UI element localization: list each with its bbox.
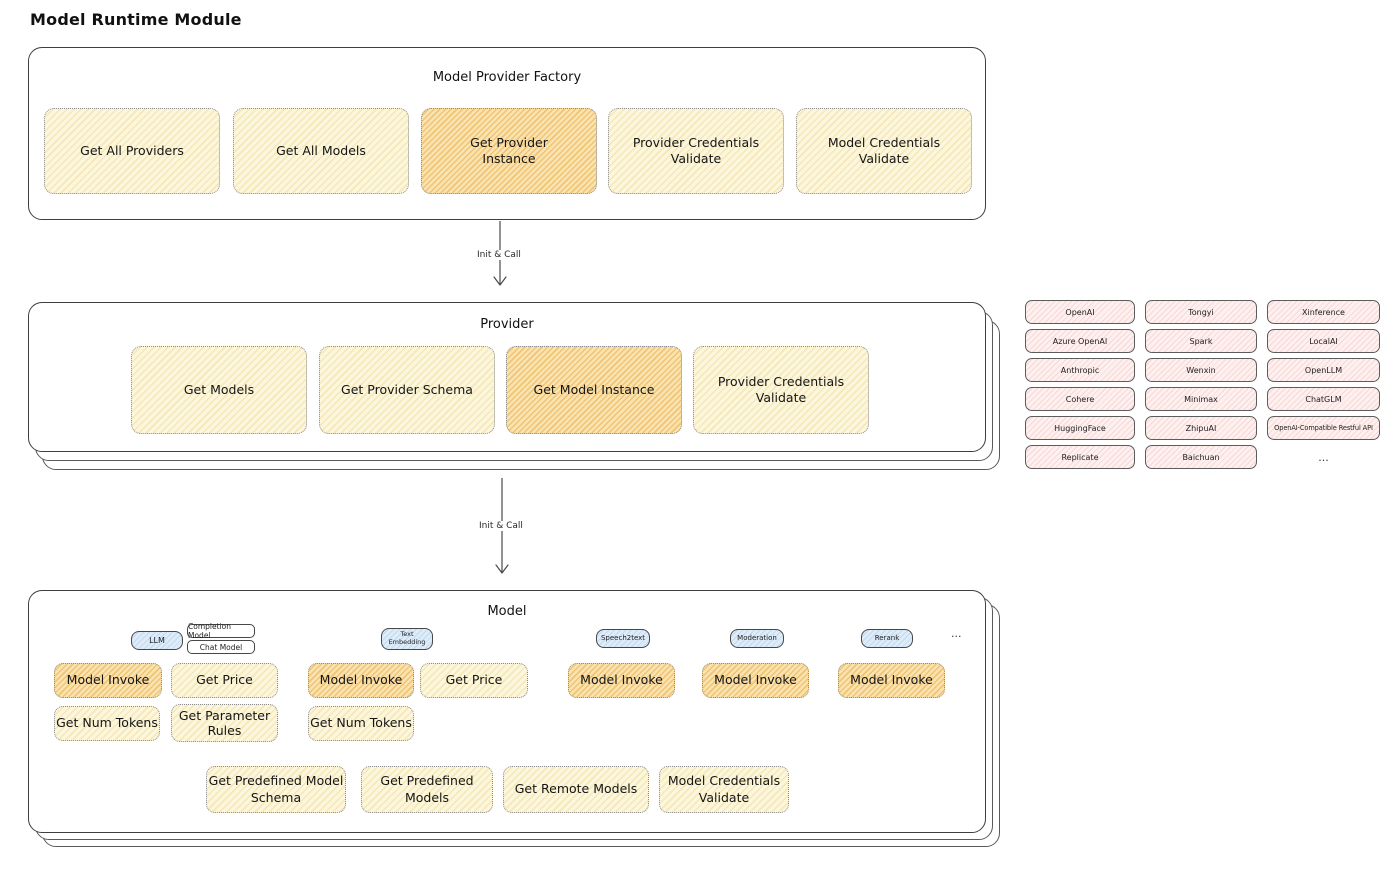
rerank-model-invoke-box: Model Invoke [838, 663, 945, 698]
provider-box-provider-credentials-validate: Provider Credentials Validate [693, 346, 869, 434]
provider-chip-huggingface: HuggingFace [1025, 416, 1135, 440]
provider-panel: Provider Get Models Get Provider Schema … [28, 302, 986, 452]
llm-get-num-tokens-box: Get Num Tokens [54, 706, 160, 741]
provider-chip-anthropic: Anthropic [1025, 358, 1135, 382]
provider-chip-replicate: Replicate [1025, 445, 1135, 469]
provider-box-get-model-instance: Get Model Instance [506, 346, 682, 434]
provider-panel-title: Provider [480, 317, 534, 332]
llm-model-invoke-box: Model Invoke [54, 663, 162, 698]
provider-chip-cohere: Cohere [1025, 387, 1135, 411]
factory-box-provider-credentials-validate: Provider Credentials Validate [608, 108, 784, 194]
model-panel-title: Model [487, 604, 527, 619]
factory-box-model-credentials-validate: Model Credentials Validate [796, 108, 972, 194]
factory-panel-title: Model Provider Factory [432, 70, 582, 85]
model-tab-speech2text: Speech2text [596, 629, 650, 648]
model-tabs-more-ellipsis: ... [951, 627, 962, 640]
arrow-label-init-call-2: Init & Call [476, 521, 526, 531]
provider-chip-xinference: Xinference [1267, 300, 1380, 324]
model-tab-llm: LLM [131, 631, 183, 650]
provider-chip-wenxin: Wenxin [1145, 358, 1257, 382]
speech2text-model-invoke-box: Model Invoke [568, 663, 675, 698]
provider-chip-chatglm: ChatGLM [1267, 387, 1380, 411]
provider-box-get-models: Get Models [131, 346, 307, 434]
model-get-predefined-models-box: Get Predefined Models [361, 766, 493, 813]
provider-chip-openllm: OpenLLM [1267, 358, 1380, 382]
providers-grid: OpenAI Tongyi Xinference Azure OpenAI Sp… [1025, 300, 1380, 469]
model-model-credentials-validate-box: Model Credentials Validate [659, 766, 789, 813]
provider-chip-zhipuai: ZhipuAI [1145, 416, 1257, 440]
provider-chip-tongyi: Tongyi [1145, 300, 1257, 324]
model-tab-moderation: Moderation [730, 629, 784, 648]
text-embedding-get-price-box: Get Price [420, 663, 528, 698]
model-tab-rerank: Rerank [861, 629, 913, 648]
factory-box-get-provider-instance: Get Provider Instance [421, 108, 597, 194]
provider-chip-localai: LocalAI [1267, 329, 1380, 353]
provider-chip-openai-compatible-restful-api: OpenAI-Compatible Restful API [1267, 416, 1380, 440]
factory-box-get-all-providers: Get All Providers [44, 108, 220, 194]
text-embedding-model-invoke-box: Model Invoke [308, 663, 414, 698]
model-get-remote-models-box: Get Remote Models [503, 766, 649, 813]
moderation-model-invoke-box: Model Invoke [702, 663, 809, 698]
provider-chip-baichuan: Baichuan [1145, 445, 1257, 469]
model-tab-text-embedding: Text Embedding [381, 628, 433, 650]
provider-chip-minimax: Minimax [1145, 387, 1257, 411]
llm-get-parameter-rules-box: Get Parameter Rules [171, 704, 278, 742]
provider-chip-openai: OpenAI [1025, 300, 1135, 324]
model-subtab-chat-model: Chat Model [187, 640, 255, 654]
text-embedding-get-num-tokens-box: Get Num Tokens [308, 706, 414, 741]
model-subtab-completion-model: Completion Model [187, 622, 255, 640]
provider-box-get-provider-schema: Get Provider Schema [319, 346, 495, 434]
provider-chip-azure-openai: Azure OpenAI [1025, 329, 1135, 353]
factory-box-get-all-models: Get All Models [233, 108, 409, 194]
arrow-label-init-call-1: Init & Call [474, 250, 524, 260]
model-panel: Model LLM Completion Model Chat Model Te… [28, 590, 986, 833]
providers-more-ellipsis: ... [1318, 450, 1329, 464]
factory-panel: Model Provider Factory Get All Providers… [28, 47, 986, 220]
model-get-predefined-model-schema-box: Get Predefined Model Schema [206, 766, 346, 813]
page-title: Model Runtime Module [30, 10, 242, 29]
provider-chip-spark: Spark [1145, 329, 1257, 353]
llm-get-price-box: Get Price [171, 663, 278, 698]
